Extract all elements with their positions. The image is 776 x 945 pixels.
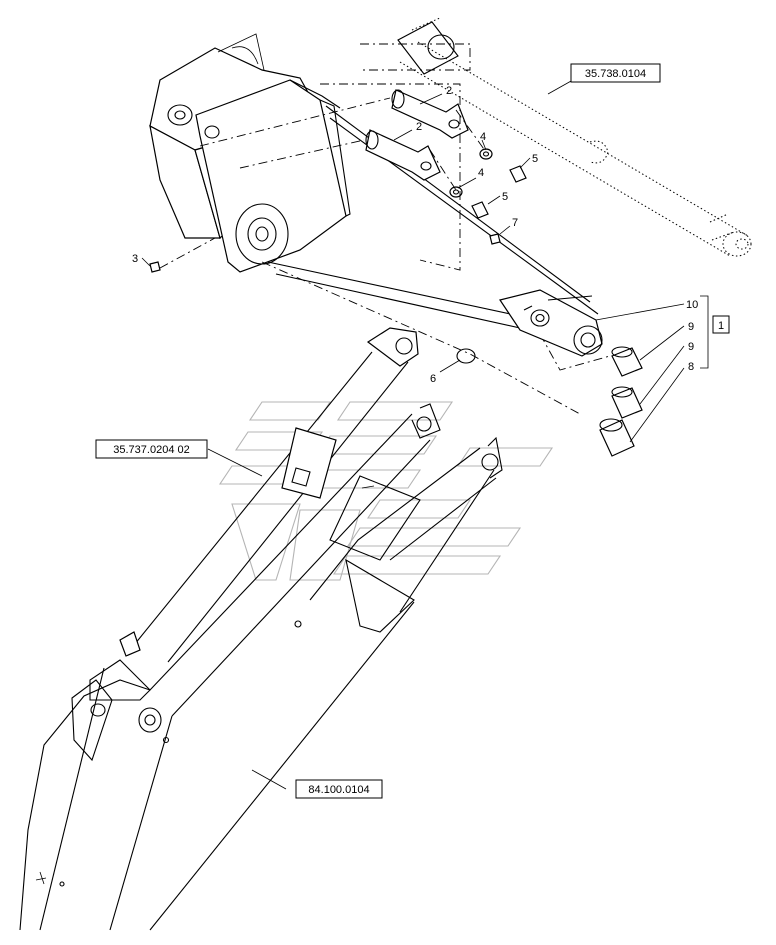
callout-pin-a: 2 [446,85,452,97]
callout-circlip: 6 [430,373,436,385]
boom [19,403,503,931]
watermark-logo [218,401,554,581]
callout-assembly: 1 [718,320,724,332]
washer-upper [479,148,493,160]
ref-boom-label: 84.100.0104 [308,784,369,796]
bushing-1 [611,346,643,377]
callout-bushing-b: 9 [688,341,694,353]
leader-lines [141,75,709,790]
callout-bolt-b: 5 [502,191,508,203]
callout-washer-a: 4 [480,131,486,143]
washer-lower [449,186,463,198]
link-arm [129,327,419,663]
bolt-lower [471,201,489,219]
callout-bolt-a: 5 [532,153,538,165]
bolt-upper [509,165,527,183]
assembly-lines [159,83,611,415]
cylinder-rod-tube [360,21,471,75]
callout-grease-fitting: 7 [512,217,518,229]
bushing-3 [599,418,635,457]
bushing-2 [611,386,643,419]
ref-cylinder: 35.738.0104 [570,63,661,83]
ref-link: 35.737.0204 02 [95,439,208,459]
ref-link-label: 35.737.0204 02 [113,444,189,456]
ref-boom: 84.100.0104 [295,779,383,799]
ref-assembly: 1 [712,315,730,334]
screw-left [149,261,161,273]
callout-bushing-a: 9 [688,321,694,333]
callout-screw-left: 3 [132,253,138,265]
hydraulic-cylinder [399,17,752,257]
callout-pin-b: 2 [416,121,422,133]
grease-fitting [489,233,501,245]
bucket-carriage [149,33,351,273]
pin-lower [365,129,441,181]
end-housing [499,289,603,357]
ref-cylinder-label: 35.738.0104 [585,68,646,80]
callout-bushing-c: 8 [688,361,694,373]
pin-upper [391,89,469,139]
callout-washer-b: 4 [478,167,484,179]
callout-end-housing: 10 [686,299,698,311]
circlip [456,348,476,364]
